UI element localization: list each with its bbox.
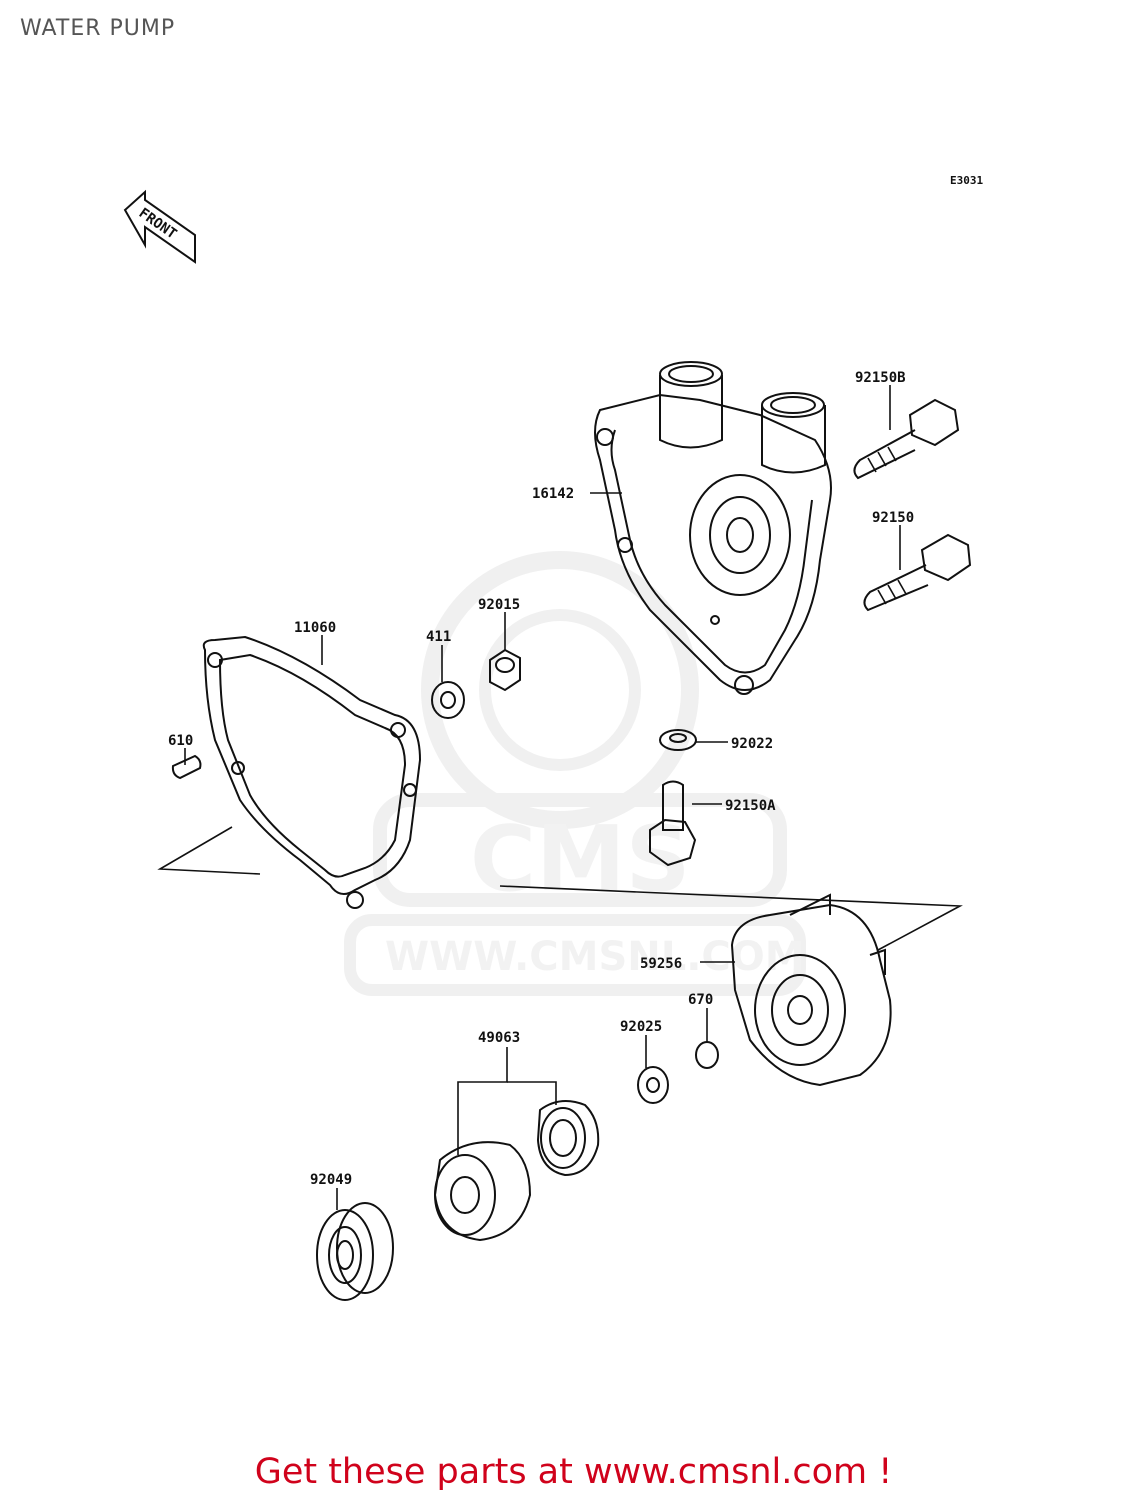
part-label: 610 [168,733,193,749]
part-label: 49063 [478,1030,520,1046]
front-arrow-icon: FRONT [123,189,196,264]
o-ring-670 [695,1041,719,1069]
washer-411 [431,681,465,719]
bearing-92049 [316,1202,394,1301]
part-label: 92150B [855,370,906,386]
nut-92015 [489,648,521,692]
gasket-11060 [202,635,422,909]
impeller-59256 [730,893,892,1087]
part-label: 92025 [620,1019,662,1035]
page-title: WATER PUMP [20,16,176,41]
part-labels: 92150B 16142 92150 11060 411 92015 610 9… [168,370,914,1188]
diagram-code: E3031 [950,174,983,187]
part-label: 92022 [731,736,773,752]
part-label: 92150 [872,510,914,526]
bolt-92150A [649,780,697,867]
watermark: CMS WWW.CMSNL.COM [344,551,806,996]
part-label: 92015 [478,597,520,613]
seal-49063 [433,1100,600,1242]
bolt-92150 [863,533,972,612]
part-label: 11060 [294,620,336,636]
part-label: 16142 [532,486,574,502]
watermark-brand: CMS [470,807,690,912]
assembly-lines [157,826,963,951]
pump-cover-16142 [594,361,832,695]
watermark-url: WWW.CMSNL.COM [385,934,805,980]
bolt-92150B [853,398,960,480]
part-label: 59256 [640,956,682,972]
part-label: 92150A [725,798,776,814]
footer-promo: Get these parts at www.cmsnl.com ! [254,1452,893,1492]
washer-92022 [659,729,697,751]
part-label: 670 [688,992,713,1008]
pin-610 [171,754,202,780]
washer-92025 [637,1066,669,1104]
leader-lines [184,385,901,1210]
part-label: 411 [426,629,451,645]
part-label: 92049 [310,1172,352,1188]
